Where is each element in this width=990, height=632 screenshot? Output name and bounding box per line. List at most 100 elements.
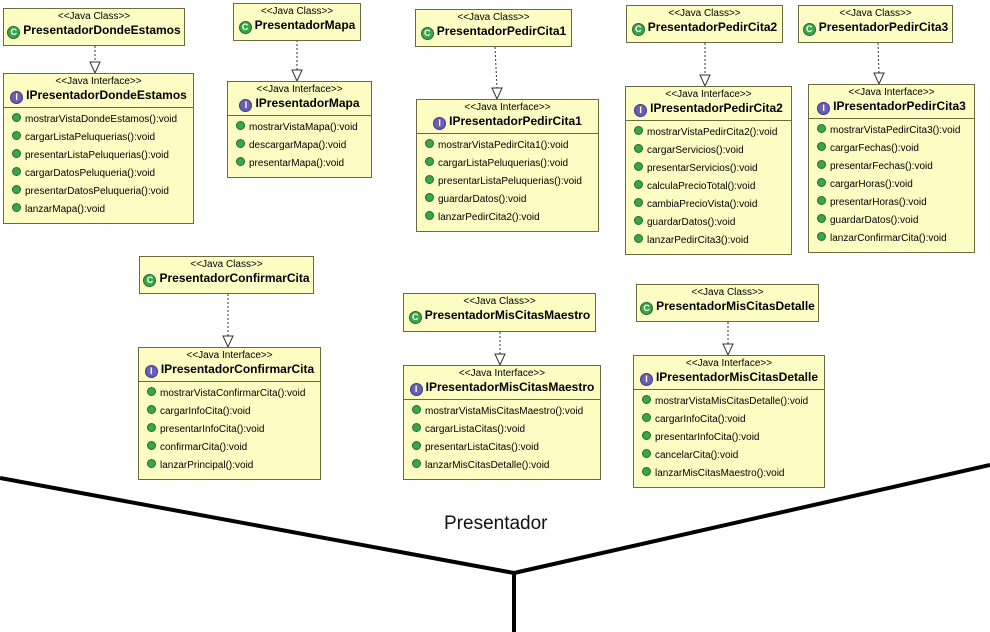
public-method-icon <box>12 185 21 194</box>
class-name: PresentadorPedirCita2 <box>647 20 778 34</box>
operation-list: mostrarVistaMapa():void descargarMapa():… <box>228 115 371 177</box>
operation: mostrarVistaPedirCita3():void <box>809 122 974 140</box>
operation: presentarMapa():void <box>228 155 371 173</box>
realization-arrowhead-4 <box>699 74 711 88</box>
operation: lanzarPedirCita2():void <box>417 209 598 227</box>
class-name: PresentadorMisCitasDetalle <box>656 299 815 313</box>
public-method-icon <box>12 113 21 122</box>
public-method-icon <box>642 431 651 440</box>
operation: guardarDatos():void <box>626 214 791 232</box>
class-stereotype: <<Java Class>> <box>457 12 530 23</box>
interface-stereotype: <<Java Interface>> <box>55 76 142 87</box>
operation: presentarListaPeluquerias():void <box>417 173 598 191</box>
public-method-icon <box>12 167 21 176</box>
public-method-icon <box>147 405 156 414</box>
operation: cargarInfoCita():void <box>634 411 824 429</box>
interface-name: IPresentadorPedirCita1 <box>449 114 582 128</box>
package-label: Presentador <box>444 513 548 534</box>
interface-icon: I <box>817 102 831 115</box>
operation: presentarHoras():void <box>809 194 974 212</box>
operation: lanzarMapa():void <box>4 201 193 219</box>
public-method-icon <box>634 180 643 189</box>
public-method-icon <box>412 459 421 468</box>
realization-arrowhead-2 <box>291 69 303 83</box>
operation: guardarDatos():void <box>809 212 974 230</box>
operation: presentarListaPeluquerias():void <box>4 147 193 165</box>
package-boundary <box>0 463 990 632</box>
public-method-icon <box>12 131 21 140</box>
operation: cargarListaPeluquerias():void <box>417 155 598 173</box>
interface-stereotype: <<Java Interface>> <box>665 89 752 100</box>
operation: presentarInfoCita():void <box>139 421 320 439</box>
class-icon: C <box>802 23 816 36</box>
operation-list: mostrarVistaDondeEstamos():void cargarLi… <box>4 107 193 223</box>
operation-list: mostrarVistaConfirmarCita():void cargarI… <box>139 381 320 479</box>
operation: cargarListaPeluquerias():void <box>4 129 193 147</box>
interface-name: IPresentadorMisCitasMaestro <box>425 380 595 394</box>
public-method-icon <box>817 160 826 169</box>
public-method-icon <box>425 193 434 202</box>
operation: calculaPrecioTotal():void <box>626 178 791 196</box>
interface-stereotype: <<Java Interface>> <box>256 84 343 95</box>
realization-arrowhead-5 <box>873 72 885 86</box>
class-icon: C <box>408 311 422 324</box>
class-name: PresentadorDondeEstamos <box>23 23 181 37</box>
public-method-icon <box>817 214 826 223</box>
public-method-icon <box>425 211 434 220</box>
class-stereotype: <<Java Class>> <box>691 287 764 298</box>
realization-arrowhead-1 <box>89 61 101 75</box>
class-name: PresentadorMisCitasMaestro <box>424 308 591 322</box>
public-method-icon <box>147 441 156 450</box>
interface-stereotype: <<Java Interface>> <box>186 350 273 361</box>
public-method-icon <box>634 126 643 135</box>
realization-line-3 <box>494 46 498 89</box>
public-method-icon <box>147 423 156 432</box>
operation: cambiaPrecioVista():void <box>626 196 791 214</box>
interface-name: IPresentadorConfirmarCita <box>160 362 315 376</box>
class-icon: C <box>238 21 252 34</box>
interface-icon: I <box>239 99 253 112</box>
operation: presentarListaCitas():void <box>404 439 600 457</box>
interface-icon: I <box>634 104 648 117</box>
operation: descargarMapa():void <box>228 137 371 155</box>
interface-stereotype: <<Java Interface>> <box>458 368 546 379</box>
public-method-icon <box>634 234 643 243</box>
interface-icon: I <box>639 373 653 386</box>
package-boundary-right <box>513 463 990 575</box>
public-method-icon <box>12 203 21 212</box>
class-icon: C <box>420 27 434 40</box>
operation: mostrarVistaMisCitasDetalle():void <box>634 393 824 411</box>
interface-name: IPresentadorMapa <box>255 96 360 110</box>
interface-icon: I <box>409 383 423 396</box>
class-icon: C <box>640 302 654 315</box>
public-method-icon <box>147 387 156 396</box>
operation-list: mostrarVistaMisCitasMaestro():void carga… <box>404 399 600 479</box>
class-name: PresentadorPedirCita1 <box>436 24 567 38</box>
public-method-icon <box>817 142 826 151</box>
interface-stereotype: <<Java Interface>> <box>464 102 551 113</box>
interface-icon: I <box>144 365 158 378</box>
operation: cargarFechas():void <box>809 140 974 158</box>
public-method-icon <box>817 124 826 133</box>
public-method-icon <box>412 423 421 432</box>
operation: confirmarCita():void <box>139 439 320 457</box>
public-method-icon <box>642 449 651 458</box>
realization-arrowhead-6 <box>222 335 234 349</box>
